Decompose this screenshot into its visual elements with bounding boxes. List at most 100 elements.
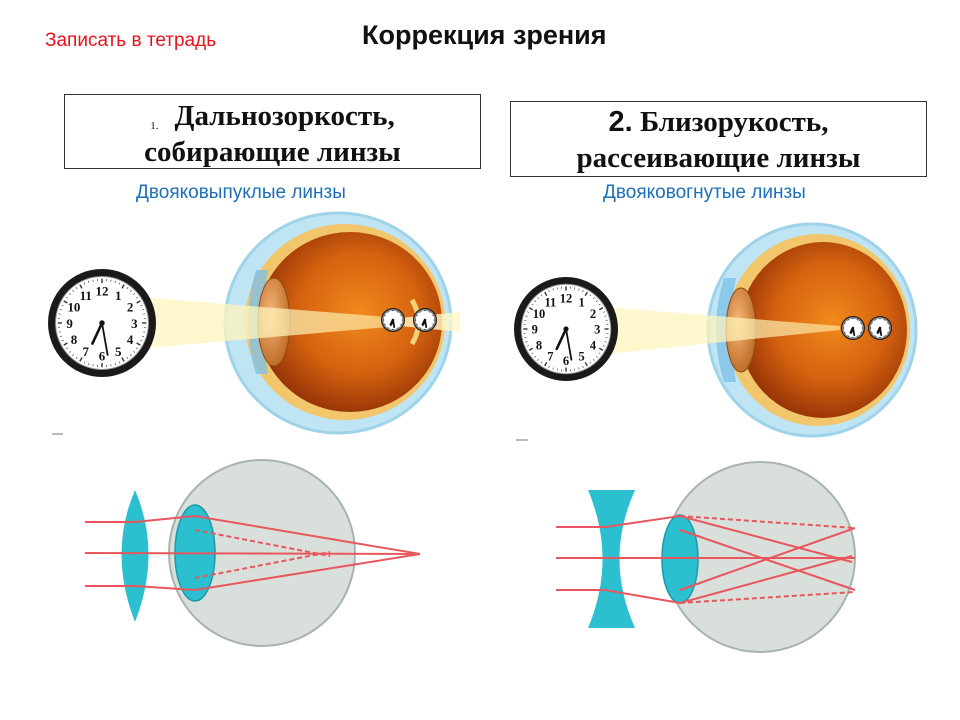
clock-pin: [99, 320, 105, 326]
clock-tick: [531, 352, 534, 355]
clock-icon-right-small-a: [841, 316, 865, 340]
clock-tick: [63, 342, 68, 346]
clock-tick: [528, 347, 534, 351]
clock-tick: [79, 357, 83, 362]
note-write-in-notebook: Записать в тетрадь: [45, 30, 217, 51]
clock-numeral: 4: [590, 338, 596, 352]
subtitle-biconcave-lenses: Двояковогнутые линзы: [603, 182, 806, 203]
clock-tick: [531, 303, 534, 306]
clock-tick: [578, 367, 580, 370]
clock-tick: [88, 362, 90, 366]
clock-tick: [544, 291, 548, 297]
clock-tick: [598, 352, 601, 355]
clock-tick: [589, 294, 592, 297]
clock-tick: [61, 304, 64, 307]
clock-tick: [135, 347, 138, 350]
clock-tick: [526, 311, 530, 313]
clock-tick: [140, 339, 143, 342]
heading-box-nearsightedness: 2. Близорукость, рассеивающие линзы: [510, 101, 927, 177]
clock-numeral: 12: [96, 283, 109, 298]
clock-tick: [126, 356, 129, 359]
clock-tick: [537, 358, 540, 361]
clock-tick: [118, 361, 121, 364]
clock-hand: [879, 327, 883, 336]
clock-tick: [595, 300, 598, 303]
clock-tick: [88, 280, 90, 284]
clock-tick: [114, 280, 116, 284]
clock-tick: [548, 289, 550, 293]
clock-tick: [133, 293, 136, 296]
heading-line-nearsightedness: Близорукость,: [632, 106, 829, 138]
clock-tick: [525, 315, 528, 317]
page-title: Коррекция зрения: [362, 20, 607, 50]
clock-tick: [121, 357, 125, 362]
clock-tick: [66, 347, 69, 350]
converging-lens-icon: [121, 490, 149, 622]
clock-tick: [534, 300, 537, 303]
clock-tick: [68, 293, 71, 296]
clock-tick: [582, 365, 584, 369]
clock-tick: [59, 309, 63, 311]
clock-numeral: 5: [578, 350, 584, 364]
clock-tick: [598, 303, 601, 306]
clock-numeral: 8: [71, 332, 78, 347]
clock-tick: [578, 288, 580, 291]
clock-tick: [136, 300, 141, 304]
clock-tick: [126, 287, 129, 290]
clock-hand: [565, 328, 573, 361]
clock-tick: [602, 345, 606, 347]
clock-tick: [540, 361, 543, 364]
heading-number-1: 1.: [150, 120, 159, 132]
heading-number-2: 2.: [608, 106, 633, 138]
clock-pin: [879, 327, 881, 329]
clock-tick: [83, 282, 86, 285]
ray-diagram-nearsighted: [556, 461, 856, 653]
clock-tick: [59, 335, 63, 337]
clock-icon-right-small-b: [868, 316, 892, 340]
clock-numeral: 12: [560, 291, 572, 305]
clock-numeral: 11: [80, 288, 92, 303]
clock-tick: [592, 358, 595, 361]
clock-hand: [392, 319, 396, 328]
clock-tick: [75, 287, 78, 290]
clock-hand: [852, 327, 856, 336]
clock-tick: [83, 361, 86, 364]
clock-tick: [534, 355, 537, 358]
clock-hand: [424, 319, 428, 328]
clock-numeral: 10: [533, 307, 545, 321]
clock-tick: [135, 296, 138, 299]
ray-diagram-farsighted: [84, 459, 421, 647]
clock-hand: [555, 327, 568, 351]
clock-tick: [79, 284, 83, 289]
subtitle-biconvex-lenses: Двояковыпуклые линзы: [136, 182, 346, 203]
clock-numeral: 7: [547, 350, 553, 364]
clock-icon-left-small-a: [381, 308, 405, 332]
clock-numeral: 3: [131, 316, 138, 331]
heading-box-farsightedness: 1.Дальнозоркость, собирающие линзы: [64, 94, 481, 169]
clock-numeral: 9: [66, 316, 73, 331]
clock-tick: [141, 335, 145, 337]
clock-tick: [63, 300, 68, 304]
clock-tick: [129, 354, 132, 357]
clock-pin: [424, 319, 426, 321]
clock-tick: [582, 289, 584, 293]
clock-tick: [602, 311, 606, 313]
clock-tick: [589, 361, 592, 364]
clock-tick: [584, 361, 588, 367]
clock-tick: [140, 304, 143, 307]
clock-numeral: 9: [532, 323, 538, 337]
clock-pin: [392, 319, 394, 321]
clock-tick: [525, 341, 528, 343]
clock-numeral: 3: [594, 323, 600, 337]
clock-tick: [592, 297, 595, 300]
clock-numeral: 5: [115, 344, 121, 359]
clock-numeral: 8: [536, 338, 542, 352]
clock-numeral: 1: [578, 296, 584, 310]
clock-tick: [72, 354, 75, 357]
heading-line-converging-lenses: собирающие линзы: [144, 136, 401, 168]
clock-tick: [528, 307, 534, 311]
clock-tick: [537, 297, 540, 300]
clock-tick: [595, 355, 598, 358]
